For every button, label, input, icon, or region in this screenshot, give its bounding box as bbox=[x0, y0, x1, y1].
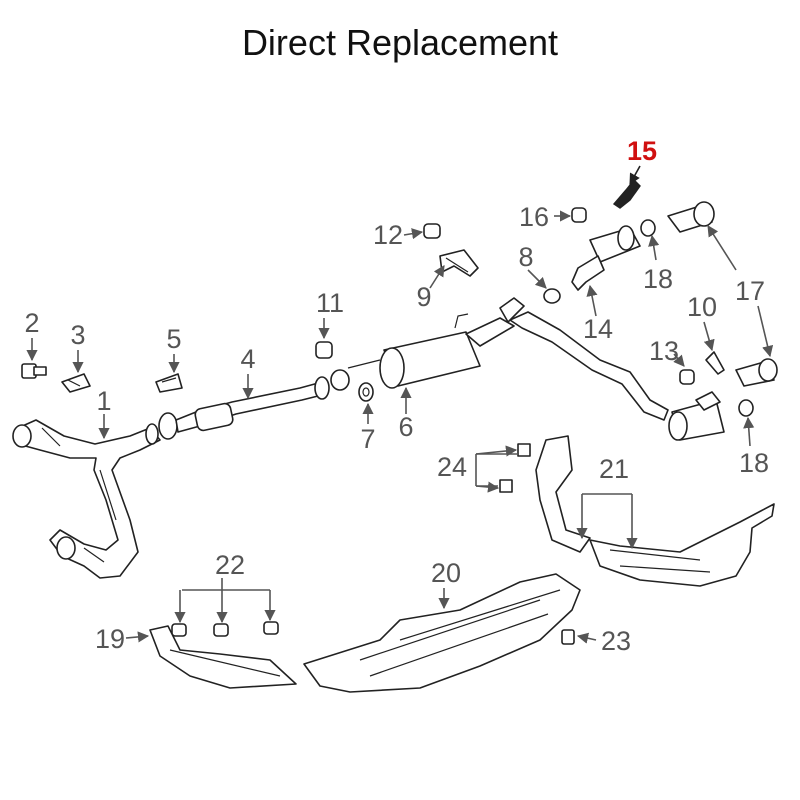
part-17-exhaust-tip-lower[interactable] bbox=[735, 358, 778, 387]
callout-8: 8 bbox=[518, 242, 533, 272]
part-14-resonator-pipe[interactable] bbox=[571, 225, 641, 291]
part-5-clamp[interactable] bbox=[155, 373, 183, 393]
callout-23: 23 bbox=[601, 626, 631, 656]
part-4-intermediate-pipe[interactable] bbox=[158, 376, 330, 440]
part-8-clamp[interactable] bbox=[543, 288, 561, 304]
rear-muffler bbox=[668, 391, 725, 441]
callout-24: 24 bbox=[437, 452, 467, 482]
callout-2: 2 bbox=[24, 308, 39, 338]
callout-9: 9 bbox=[416, 282, 431, 312]
callout-17: 17 bbox=[735, 276, 765, 306]
callout-1: 1 bbox=[96, 386, 111, 416]
part-21-heat-shields[interactable] bbox=[535, 435, 775, 587]
part-22-bolts[interactable] bbox=[171, 621, 279, 637]
callout-6: 6 bbox=[398, 412, 413, 442]
part-17-exhaust-tip-upper[interactable] bbox=[667, 201, 715, 233]
part-10-bracket[interactable] bbox=[705, 351, 725, 375]
callout-14: 14 bbox=[583, 314, 613, 344]
callout-19: 19 bbox=[95, 624, 125, 654]
part-9-bracket[interactable] bbox=[439, 249, 479, 277]
part-7-gasket[interactable] bbox=[358, 382, 374, 402]
part-3-clip[interactable] bbox=[61, 373, 91, 393]
part-23-bolt[interactable] bbox=[561, 629, 575, 645]
page-title: Direct Replacement bbox=[241, 22, 559, 63]
callout-4: 4 bbox=[240, 344, 255, 374]
tailpipe bbox=[499, 297, 669, 421]
callout-3: 3 bbox=[70, 320, 85, 350]
part-18-clamp-lower[interactable] bbox=[738, 399, 754, 417]
callout-13: 13 bbox=[649, 336, 679, 366]
callout-16: 16 bbox=[519, 202, 549, 232]
part-6-muffler[interactable] bbox=[379, 313, 515, 389]
part-20-underbody-shield[interactable] bbox=[303, 573, 581, 693]
part-15-bracket[interactable] bbox=[612, 178, 641, 209]
part-1-y-pipe-converters[interactable] bbox=[12, 419, 161, 579]
part-13-hanger[interactable] bbox=[679, 369, 695, 385]
callout-21: 21 bbox=[599, 454, 629, 484]
callout-11: 11 bbox=[316, 288, 344, 318]
callout-10: 10 bbox=[687, 292, 717, 322]
callout-12: 12 bbox=[373, 220, 403, 250]
callout-20: 20 bbox=[431, 558, 461, 588]
callout-7: 7 bbox=[360, 424, 375, 454]
callout-15: 15 bbox=[627, 136, 657, 166]
part-11-hanger[interactable] bbox=[315, 341, 333, 359]
leader-lines bbox=[26, 165, 774, 644]
callout-22: 22 bbox=[215, 550, 245, 580]
part-12-hanger[interactable] bbox=[423, 223, 441, 239]
part-2-bolt[interactable] bbox=[21, 363, 47, 379]
part-24-bolts[interactable] bbox=[499, 443, 531, 493]
part-18-clamp-upper[interactable] bbox=[640, 219, 656, 237]
callout-18-upper: 18 bbox=[643, 264, 673, 294]
callout-labels: 1 2 3 4 5 6 7 8 9 10 11 12 13 14 15 16 1… bbox=[24, 136, 769, 656]
callout-5: 5 bbox=[166, 324, 181, 354]
part-19-heat-shield[interactable] bbox=[149, 625, 297, 689]
callout-18-lower: 18 bbox=[739, 448, 769, 478]
part-16-hanger[interactable] bbox=[571, 207, 587, 223]
pipe-flange bbox=[330, 359, 381, 391]
